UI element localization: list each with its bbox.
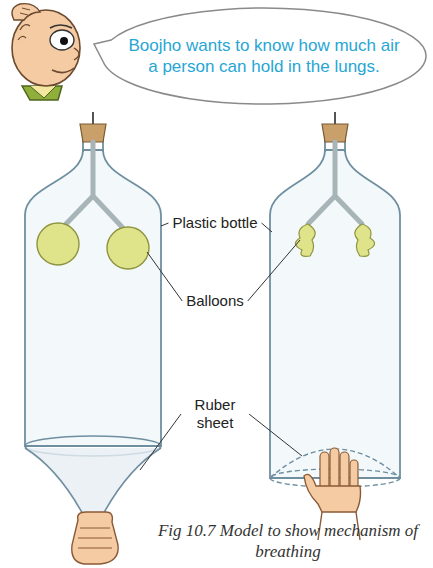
boojho-character: [12, 4, 80, 100]
part-label: Ruber sheet: [185, 396, 245, 432]
leader-line: [248, 240, 300, 301]
figure-caption: Fig 10.7 Model to show mechanism of brea…: [150, 520, 426, 562]
speech-bubble-outline: [92, 4, 428, 108]
leader-line: [161, 223, 168, 226]
leader-line: [140, 414, 181, 470]
speech-bubble: Boojho wants to know how much air a pers…: [92, 4, 428, 108]
bubble-shape: [94, 8, 426, 104]
part-label: Plastic bottle: [172, 214, 257, 232]
left-hand: [72, 512, 118, 564]
speech-text: Boojho wants to know how much air a pers…: [128, 35, 400, 77]
left-bottle-model: [25, 112, 161, 520]
leader-lines: [140, 223, 302, 470]
leader-line: [147, 252, 182, 301]
part-label: Balloons: [186, 292, 244, 310]
leader-line: [262, 223, 272, 232]
right-bottle-model: [270, 112, 400, 487]
leader-line: [249, 414, 302, 456]
